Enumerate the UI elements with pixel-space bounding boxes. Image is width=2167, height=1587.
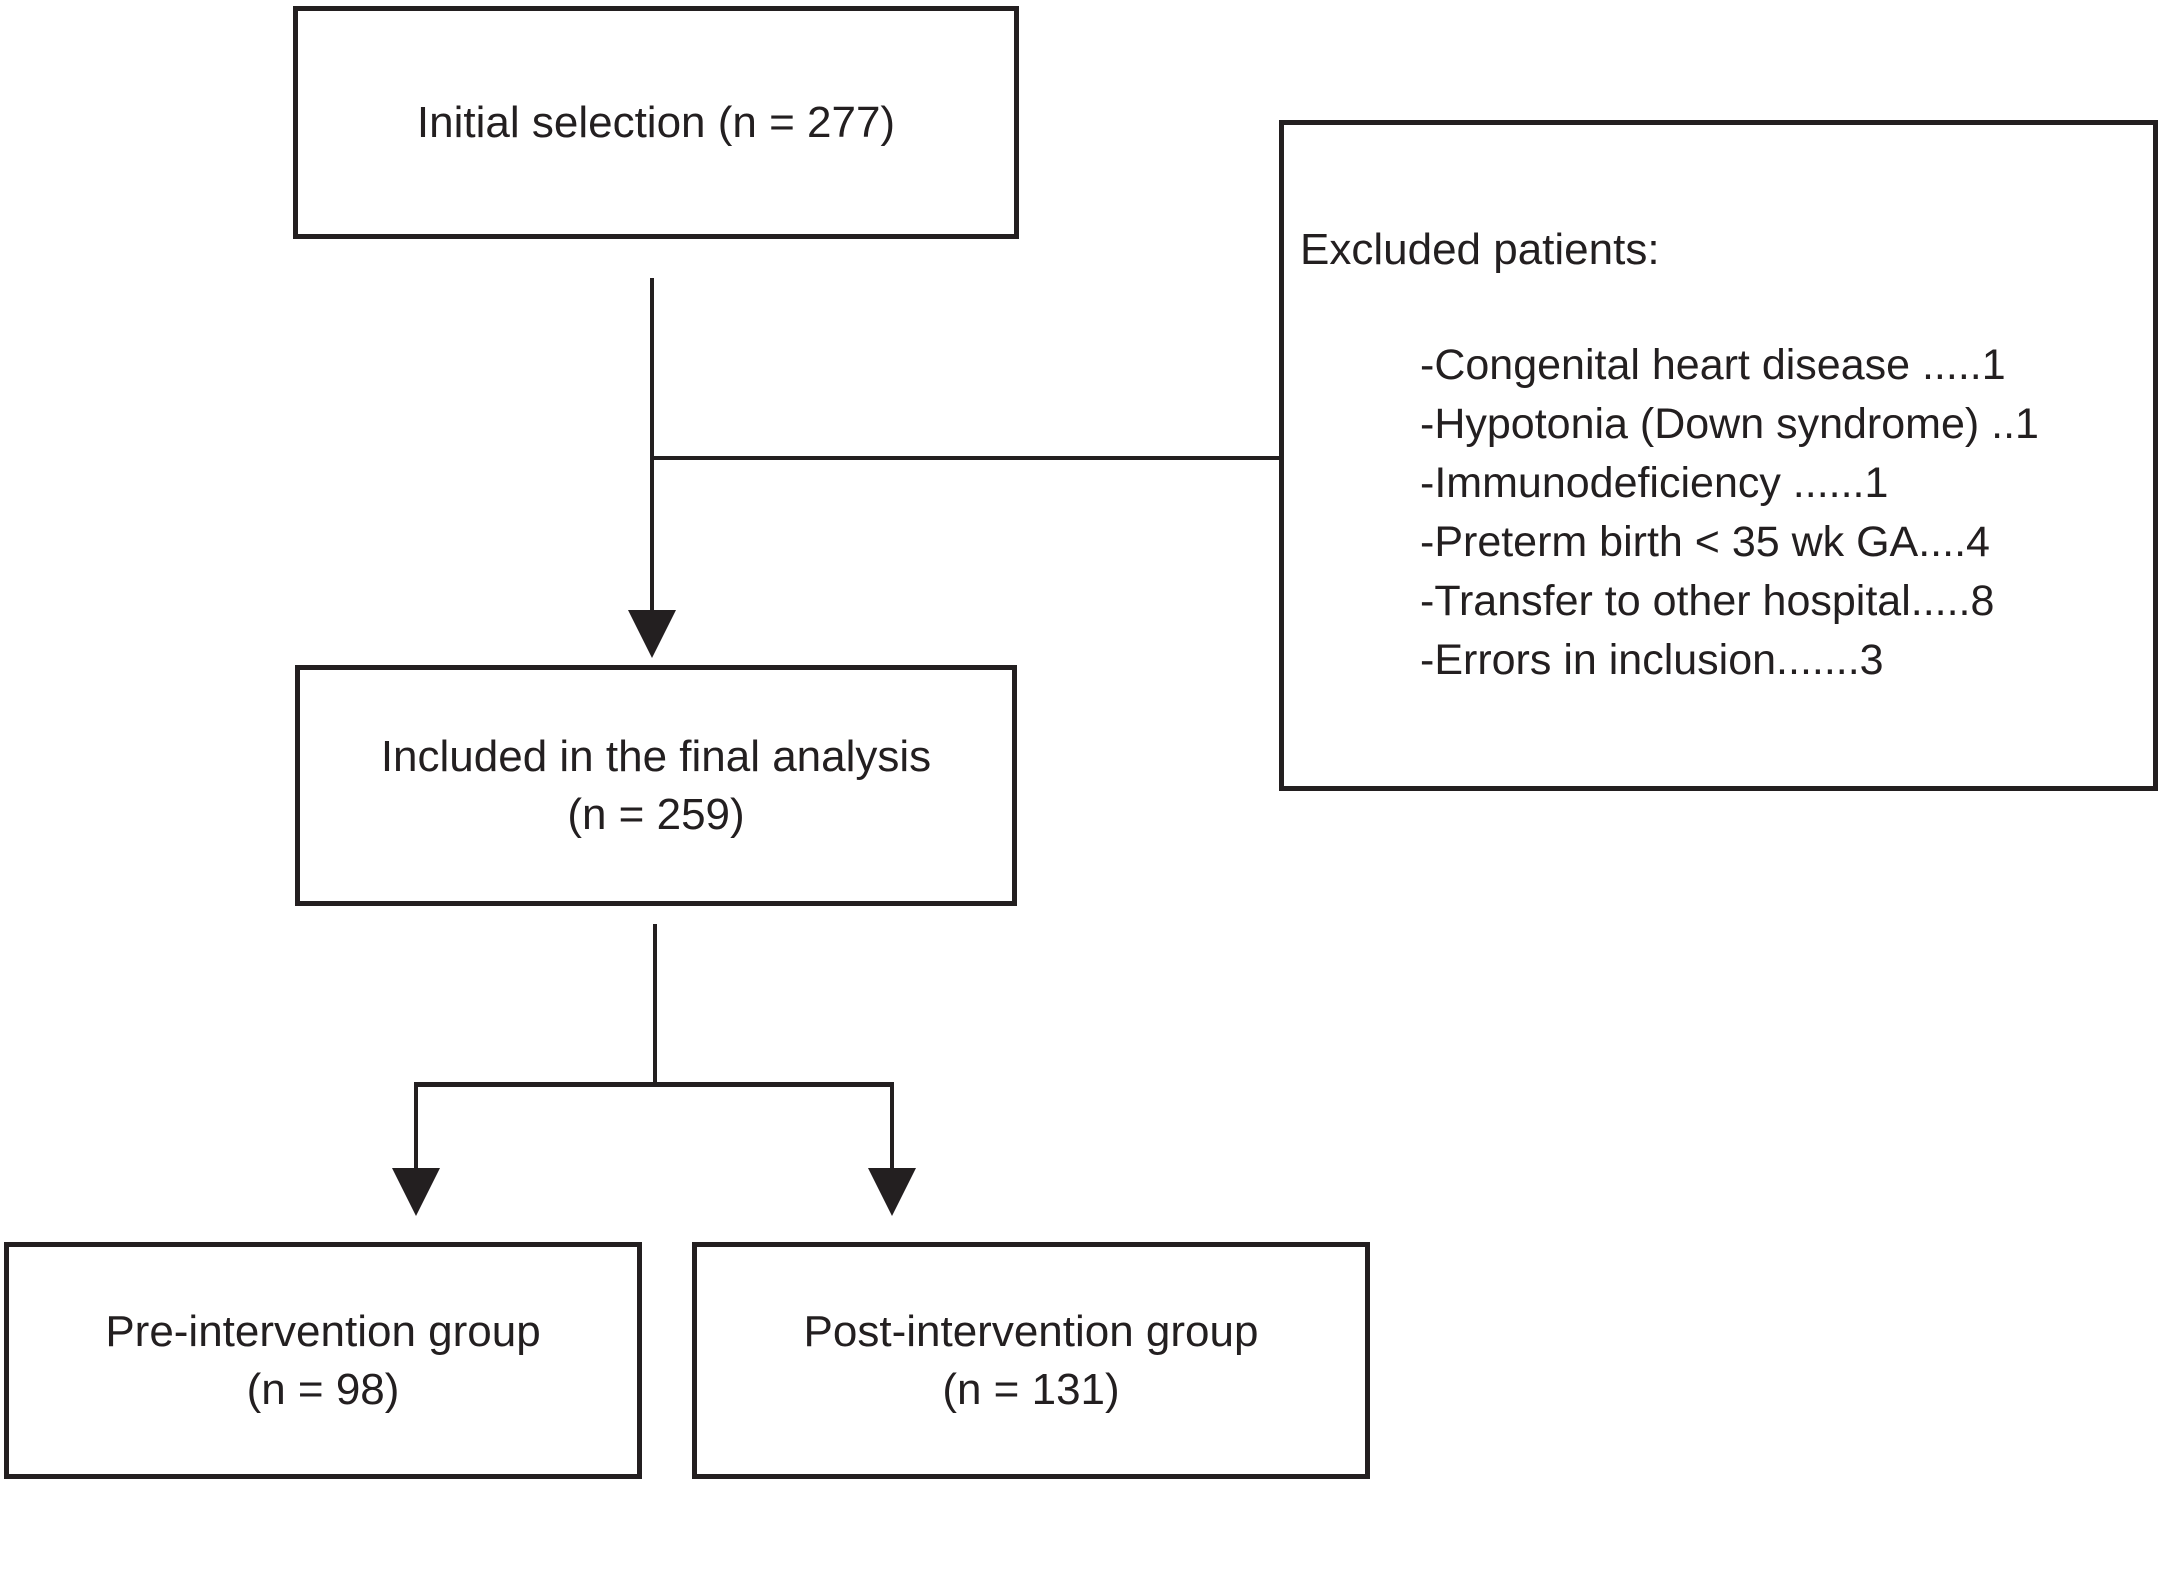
connector-branch-to-post: [890, 1082, 894, 1174]
excluded-item-errors-in-inclusion: -Errors in inclusion.......3: [1420, 636, 1884, 684]
arrowhead-down-post-icon: [868, 1168, 916, 1216]
excluded-patients-title: Excluded patients:: [1300, 225, 1660, 274]
connector-to-excluded-patients: [650, 456, 1281, 460]
arrowhead-down-pre-icon: [392, 1168, 440, 1216]
excluded-item-preterm-birth: -Preterm birth < 35 wk GA....4: [1420, 518, 1990, 566]
excluded-patients-box: Excluded patients: -Congenital heart dis…: [1279, 120, 2158, 791]
excluded-patients-list: -Congenital heart disease .....1 -Hypoto…: [1420, 336, 2039, 690]
excluded-item-hypotonia: -Hypotonia (Down syndrome) ..1: [1420, 400, 2039, 448]
connector-initial-to-included: [650, 278, 654, 614]
excluded-item-congenital-heart-disease: -Congenital heart disease .....1: [1420, 341, 2006, 389]
included-final-analysis-box: Included in the final analysis (n = 259): [295, 665, 1017, 906]
included-label-line2: (n = 259): [567, 789, 745, 839]
initial-selection-box: Initial selection (n = 277): [293, 6, 1019, 239]
excluded-item-immunodeficiency: -Immunodeficiency ......1: [1420, 459, 1889, 507]
connector-included-to-branch: [653, 924, 657, 1084]
connector-branch-horizontal: [414, 1082, 894, 1087]
pre-intervention-label-line1: Pre-intervention group: [105, 1306, 541, 1356]
initial-selection-label: Initial selection (n = 277): [416, 97, 896, 147]
pre-intervention-group-box: Pre-intervention group (n = 98): [4, 1242, 642, 1479]
included-label-line1: Included in the final analysis: [380, 731, 932, 781]
excluded-item-transfer: -Transfer to other hospital.....8: [1420, 577, 1995, 625]
arrowhead-down-included-icon: [628, 610, 676, 658]
post-intervention-label-line1: Post-intervention group: [803, 1306, 1259, 1356]
post-intervention-group-box: Post-intervention group (n = 131): [692, 1242, 1370, 1479]
post-intervention-label-line2: (n = 131): [942, 1364, 1120, 1414]
connector-branch-to-pre: [414, 1082, 418, 1174]
pre-intervention-label-line2: (n = 98): [246, 1364, 400, 1414]
